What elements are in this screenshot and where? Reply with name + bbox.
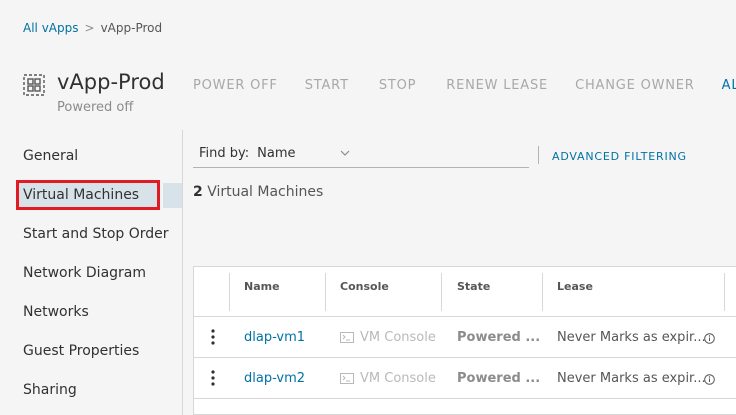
change-owner-button[interactable]: CHANGE OWNER — [575, 78, 695, 93]
sidebar-item-networks[interactable]: Networks — [23, 304, 89, 320]
find-by-select[interactable]: Find by: Name — [193, 140, 529, 168]
advanced-filtering-button[interactable]: ADVANCED FILTERING — [552, 150, 687, 163]
column-header-name[interactable]: Name — [244, 280, 280, 293]
row-actions-kebab-icon[interactable] — [211, 369, 215, 387]
vm-console-link[interactable]: VM Console — [340, 330, 436, 345]
vm-data-grid: Name Console State Lease dlap-vm1 VM Con… — [193, 266, 736, 415]
row-actions-kebab-icon[interactable] — [211, 328, 215, 346]
sidebar-item-general[interactable]: General — [23, 148, 79, 164]
sidebar-active-highlight — [16, 180, 160, 210]
sidebar-item-start-stop-order[interactable]: Start and Stop Order — [23, 226, 169, 242]
console-icon — [340, 332, 354, 343]
column-separator — [542, 273, 543, 311]
stop-button[interactable]: STOP — [378, 78, 417, 93]
sidebar-active-background — [163, 183, 182, 208]
start-button[interactable]: START — [304, 78, 349, 93]
sidebar-divider — [182, 130, 183, 415]
vm-lease: Never Marks as expir... — [557, 371, 706, 386]
chevron-down-icon — [340, 150, 350, 156]
sidebar-item-guest-properties[interactable]: Guest Properties — [23, 343, 140, 359]
breadcrumb-current: vApp-Prod — [100, 21, 163, 35]
action-bar: POWER OFF START STOP RENEW LEASE CHANGE … — [193, 78, 736, 93]
column-header-console[interactable]: Console — [340, 280, 389, 293]
info-icon[interactable] — [704, 333, 715, 344]
vapp-grid-icon — [23, 74, 45, 96]
vm-count-label: Virtual Machines — [207, 184, 324, 200]
sidebar-item-network-diagram[interactable]: Network Diagram — [23, 265, 147, 281]
breadcrumb-separator-icon: > — [84, 21, 95, 35]
all-actions-button[interactable]: AL — [721, 78, 736, 93]
renew-lease-button[interactable]: RENEW LEASE — [446, 78, 549, 93]
column-separator — [229, 273, 230, 311]
vm-state: Powered ... — [457, 330, 541, 345]
power-status: Powered off — [57, 100, 134, 115]
grid-header: Name Console State Lease — [194, 267, 736, 317]
column-separator — [724, 273, 725, 311]
find-by-value: Name — [257, 146, 296, 161]
sidebar-item-virtual-machines[interactable]: Virtual Machines — [23, 187, 140, 203]
vm-lease: Never Marks as expir... — [557, 330, 706, 345]
column-header-lease[interactable]: Lease — [557, 280, 593, 293]
vm-count: 2 Virtual Machines — [193, 184, 323, 200]
sidebar-item-sharing[interactable]: Sharing — [23, 382, 77, 398]
vm-name-link[interactable]: dlap-vm1 — [244, 330, 306, 345]
power-off-button[interactable]: POWER OFF — [193, 78, 278, 93]
vm-count-number: 2 — [193, 184, 203, 200]
table-row: dlap-vm2 VM Console Powered ... Never Ma… — [194, 358, 736, 399]
info-icon[interactable] — [704, 374, 715, 385]
breadcrumb: All vApps > vApp-Prod — [23, 21, 162, 35]
vm-console-link[interactable]: VM Console — [340, 371, 436, 386]
console-label: VM Console — [360, 371, 436, 386]
table-row: dlap-vm1 VM Console Powered ... Never Ma… — [194, 317, 736, 358]
breadcrumb-all-vapps-link[interactable]: All vApps — [23, 21, 79, 35]
filter-divider — [538, 146, 539, 164]
find-by-label: Find by: — [199, 146, 250, 161]
column-separator — [325, 273, 326, 311]
page-title: vApp-Prod — [57, 70, 165, 94]
column-separator — [441, 273, 442, 311]
column-header-state[interactable]: State — [457, 280, 491, 293]
vm-name-link[interactable]: dlap-vm2 — [244, 371, 306, 386]
console-icon — [340, 373, 354, 384]
vm-state: Powered ... — [457, 371, 541, 386]
console-label: VM Console — [360, 330, 436, 345]
